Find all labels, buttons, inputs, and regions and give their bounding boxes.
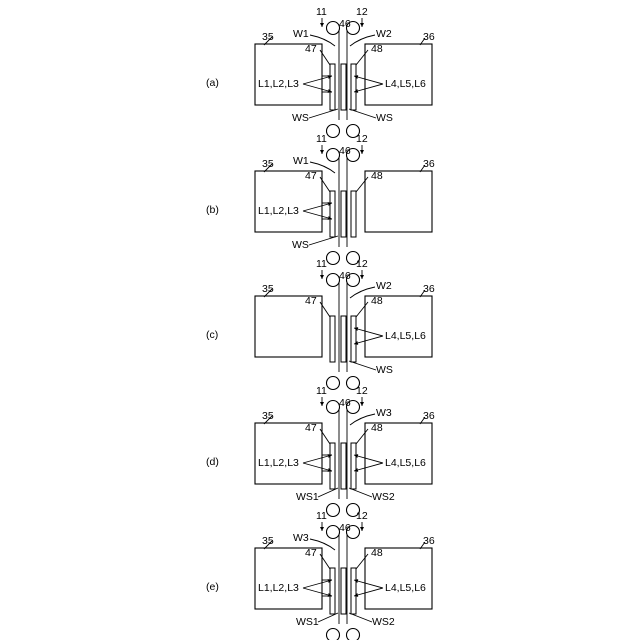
roller <box>327 629 340 640</box>
center-ref: 46 <box>339 145 351 157</box>
plate-left <box>330 568 335 614</box>
panel-2: (b)35361112464748W1L1,L2,L3WS <box>206 133 435 265</box>
wire-right-ref: W2 <box>376 280 392 292</box>
plate-left-ref: 47 <box>305 422 317 434</box>
roller <box>327 125 340 138</box>
leader-ws-left <box>309 109 338 118</box>
roller <box>327 274 340 287</box>
plate-right-ref: 48 <box>371 295 383 307</box>
block-right-ref: 36 <box>423 283 435 295</box>
center-ref: 46 <box>339 397 351 409</box>
ws-left-ref: WS <box>292 112 309 124</box>
plate-right <box>351 316 356 362</box>
plate-right <box>351 568 356 614</box>
center-ref: 46 <box>339 18 351 30</box>
plate-right <box>351 443 356 489</box>
ws-right-ref: WS <box>376 112 393 124</box>
block-left-text: L1,L2,L3 <box>258 205 299 217</box>
panel-label: (e) <box>206 581 219 593</box>
roller-right-ref: 12 <box>356 258 368 270</box>
plate-center <box>341 316 346 362</box>
plate-left <box>330 191 335 237</box>
plate-right <box>351 64 356 110</box>
panel-label: (b) <box>206 204 219 216</box>
plate-center <box>341 64 346 110</box>
panel-label: (c) <box>206 329 218 341</box>
roller <box>327 252 340 265</box>
ws-right-ref: WS2 <box>372 616 395 628</box>
panel-3: (c)35361112464748W2L4,L5,L6WS <box>206 258 435 390</box>
roller-right-ref: 12 <box>356 510 368 522</box>
plate-right-ref: 48 <box>371 547 383 559</box>
panel-5: (e)35361112464748W3L1,L2,L3L4,L5,L6WS1WS… <box>206 510 435 640</box>
plate-center <box>341 191 346 237</box>
plate-right-ref: 48 <box>371 422 383 434</box>
leader-ws-right <box>349 109 376 118</box>
center-ref: 46 <box>339 522 351 534</box>
plate-right-ref: 48 <box>371 43 383 55</box>
roller-left-ref: 11 <box>316 6 327 18</box>
block-left-text: L1,L2,L3 <box>258 457 299 469</box>
roller <box>327 526 340 539</box>
leader-ws-right <box>349 613 372 622</box>
leader-ws-left <box>309 236 338 245</box>
wire-left-ref: W1 <box>293 155 309 167</box>
block-right-text: L4,L5,L6 <box>385 330 426 342</box>
leader-ws-left <box>318 613 338 622</box>
roller <box>327 22 340 35</box>
plate-right <box>351 191 356 237</box>
roller <box>347 629 360 640</box>
plate-left <box>330 316 335 362</box>
plate-left <box>330 443 335 489</box>
block-left-text: L1,L2,L3 <box>258 582 299 594</box>
panel-label: (a) <box>206 77 219 89</box>
block-right-text: L4,L5,L6 <box>385 582 426 594</box>
block-right-ref: 36 <box>423 410 435 422</box>
roller-left-ref: 11 <box>316 133 327 145</box>
plate-left-ref: 47 <box>305 547 317 559</box>
roller <box>327 504 340 517</box>
roller-right-ref: 12 <box>356 6 368 18</box>
plate-right-ref: 48 <box>371 170 383 182</box>
leader-ws-right <box>349 361 376 370</box>
block-right-text: L4,L5,L6 <box>385 457 426 469</box>
center-ref: 46 <box>339 270 351 282</box>
wire-left-ref: W1 <box>293 28 309 40</box>
wire-right-ref: W3 <box>376 407 392 419</box>
roller-right-ref: 12 <box>356 133 368 145</box>
roller <box>327 149 340 162</box>
roller-left-ref: 11 <box>316 510 327 522</box>
ws-right-ref: WS <box>376 364 393 376</box>
ws-left-ref: WS <box>292 239 309 251</box>
wire-right-ref: W2 <box>376 28 392 40</box>
roller-right-ref: 12 <box>356 385 368 397</box>
plate-left-ref: 47 <box>305 295 317 307</box>
roller-left-ref: 11 <box>316 258 327 270</box>
ws-right-ref: WS2 <box>372 491 395 503</box>
wire-left-ref: W3 <box>293 532 309 544</box>
panel-label: (d) <box>206 456 219 468</box>
leader-ws-right <box>349 488 372 497</box>
plate-left <box>330 64 335 110</box>
plate-left-ref: 47 <box>305 43 317 55</box>
block-left-text: L1,L2,L3 <box>258 78 299 90</box>
panel-1: (a)35361112464748W1W2L1,L2,L3L4,L5,L6WSW… <box>206 6 435 138</box>
block-right-ref: 36 <box>423 535 435 547</box>
ws-left-ref: WS1 <box>296 616 319 628</box>
plate-left-ref: 47 <box>305 170 317 182</box>
plate-center <box>341 568 346 614</box>
roller <box>327 401 340 414</box>
ws-left-ref: WS1 <box>296 491 319 503</box>
block-right-ref: 36 <box>423 31 435 43</box>
panel-4: (d)35361112464748W3L1,L2,L3L4,L5,L6WS1WS… <box>206 385 435 517</box>
block-right-ref: 36 <box>423 158 435 170</box>
roller-left-ref: 11 <box>316 385 327 397</box>
block-right-text: L4,L5,L6 <box>385 78 426 90</box>
plate-center <box>341 443 346 489</box>
roller <box>327 377 340 390</box>
leader-ws-left <box>318 488 338 497</box>
